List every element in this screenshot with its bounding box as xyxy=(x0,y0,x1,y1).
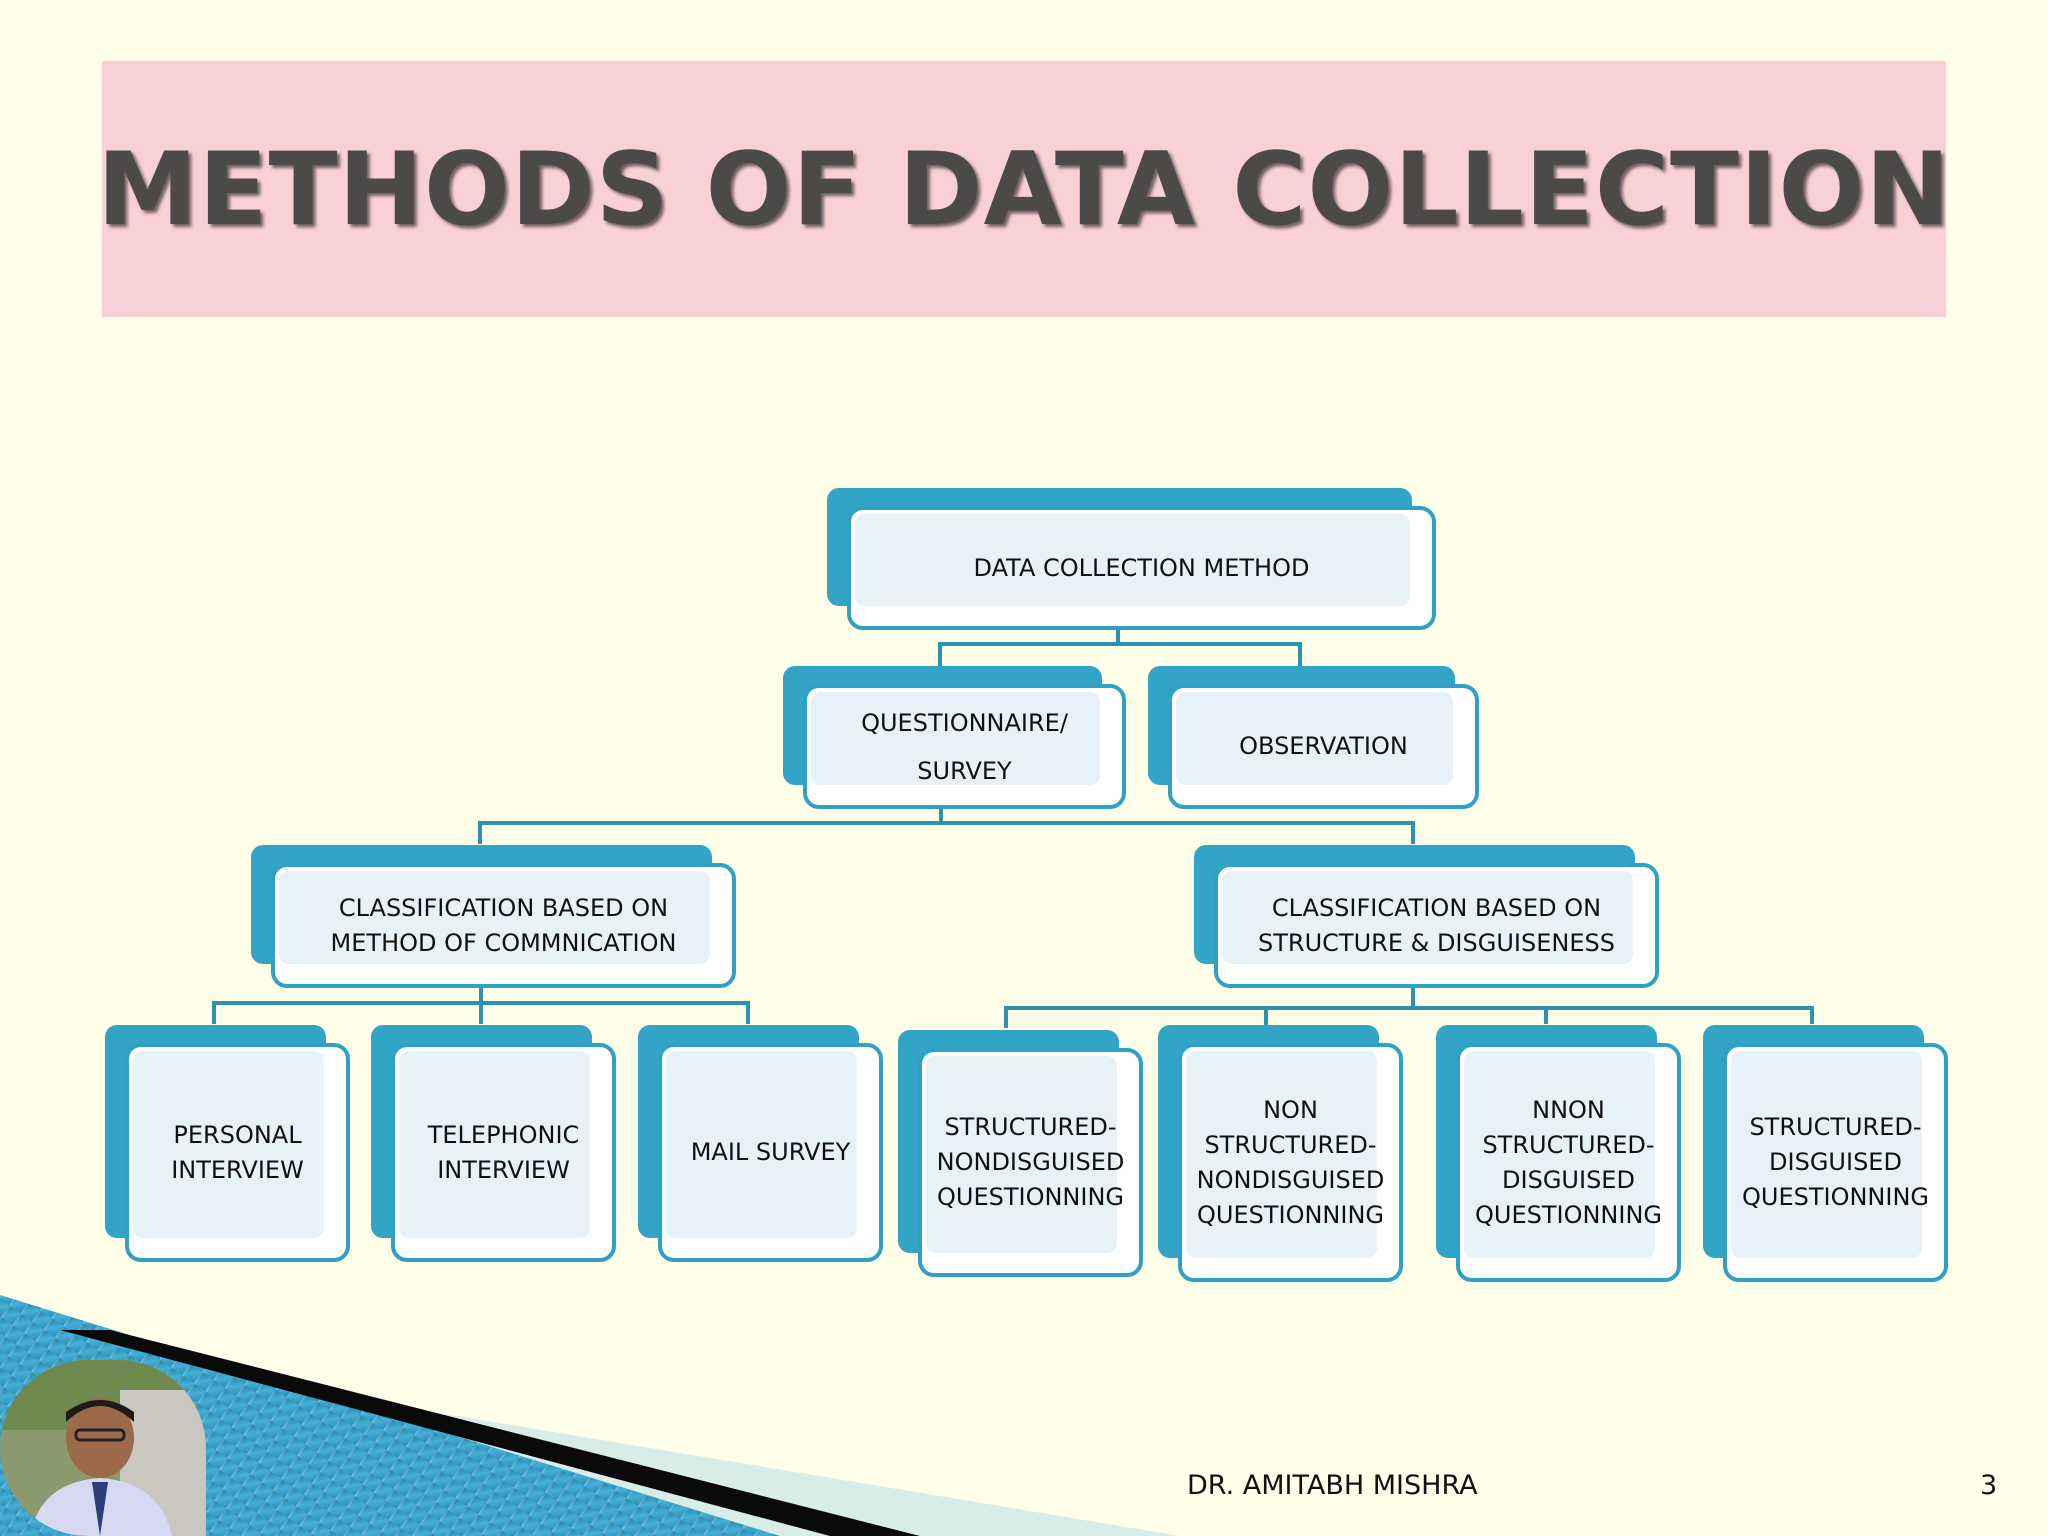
presenter-photo xyxy=(0,1360,206,1536)
connector-questionnaire xyxy=(478,803,1415,844)
node-label: PERSONAL INTERVIEW xyxy=(171,1120,304,1184)
node-frame xyxy=(918,1048,1143,1277)
presenter-photo-icon xyxy=(0,1360,206,1536)
node-observation: OBSERVATION xyxy=(1148,666,1479,809)
node-classification-structure: CLASSIFICATION BASED ON STRUCTURE & DISG… xyxy=(1194,845,1659,988)
node-label: TELEPHONIC INTERVIEW xyxy=(427,1120,580,1184)
node-label: OBSERVATION xyxy=(1239,732,1408,760)
title-band: METHODS OF DATA COLLECTION xyxy=(97,61,1950,317)
node-label: NON STRUCTURED- NONDISGUISED QUESTIONNIN… xyxy=(1196,1095,1385,1229)
node-label: DATA COLLECTION METHOD xyxy=(973,553,1310,582)
slide-title: METHODS OF DATA COLLECTION xyxy=(97,130,1951,248)
node-label: CLASSIFICATION BASED ON METHOD OF COMMNI… xyxy=(330,893,677,957)
node-frame xyxy=(847,506,1436,630)
page-number: 3 xyxy=(1980,1470,1998,1501)
node-frame xyxy=(1214,863,1659,988)
node-label: NNON STRUCTURED- DISGUISED QUESTIONNING xyxy=(1474,1095,1663,1229)
node-questionnaire-survey: QUESTIONNAIRE/ SURVEY xyxy=(783,666,1126,809)
node-frame xyxy=(1456,1043,1681,1282)
node-frame xyxy=(1178,1043,1403,1282)
node-telephonic-interview: TELEPHONIC INTERVIEW xyxy=(371,1025,616,1262)
node-non-structured-nondisguised: NON STRUCTURED- NONDISGUISED QUESTIONNIN… xyxy=(1158,1025,1403,1282)
node-frame xyxy=(1168,684,1479,809)
node-label: STRUCTURED- NONDISGUISED QUESTIONNING xyxy=(936,1113,1125,1211)
node-frame xyxy=(271,863,736,988)
node-label: MAIL SURVEY xyxy=(690,1138,851,1166)
node-frame xyxy=(125,1043,350,1262)
node-frame xyxy=(803,684,1126,809)
black-wedge xyxy=(60,1330,920,1536)
node-structured-disguised: STRUCTURED- DISGUISED QUESTIONNING xyxy=(1703,1025,1948,1282)
node-label: STRUCTURED- DISGUISED QUESTIONNING xyxy=(1741,1113,1930,1211)
node-label: CLASSIFICATION BASED ON STRUCTURE & DISG… xyxy=(1258,893,1615,957)
node-personal-interview: PERSONAL INTERVIEW xyxy=(105,1025,350,1262)
node-structured-nondisguised: STRUCTURED- NONDISGUISED QUESTIONNING xyxy=(898,1030,1143,1277)
connector-communication xyxy=(212,984,750,1024)
node-frame xyxy=(391,1043,616,1262)
node-classification-communication: CLASSIFICATION BASED ON METHOD OF COMMNI… xyxy=(251,845,736,988)
connector-structure xyxy=(1004,984,1814,1028)
node-nnon-structured-disguised: NNON STRUCTURED- DISGUISED QUESTIONNING xyxy=(1436,1025,1681,1282)
author-name: DR. AMITABH MISHRA xyxy=(1187,1470,1478,1501)
node-frame xyxy=(1723,1043,1948,1282)
node-label: QUESTIONNAIRE/ SURVEY xyxy=(861,708,1068,785)
node-mail-survey: MAIL SURVEY xyxy=(638,1025,883,1262)
node-frame xyxy=(658,1043,883,1262)
node-data-collection-method: DATA COLLECTION METHOD xyxy=(827,488,1436,630)
